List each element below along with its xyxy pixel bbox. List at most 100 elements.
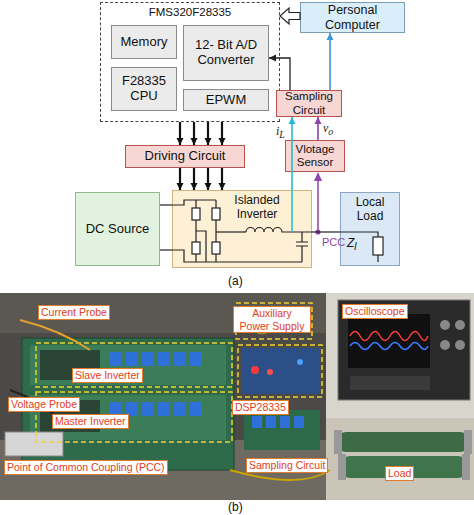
connector xyxy=(160,250,172,251)
probe-cable xyxy=(20,320,90,350)
hollow-arrow xyxy=(280,8,300,24)
dsp-board xyxy=(244,410,320,450)
load-box: Local LoadZl xyxy=(340,192,400,266)
photo-background xyxy=(326,293,474,418)
photo-background xyxy=(0,293,474,500)
connector xyxy=(219,122,226,145)
arrow-head xyxy=(191,183,198,190)
text-label: iL xyxy=(276,124,285,140)
connector xyxy=(191,122,198,145)
arrow-head xyxy=(269,55,276,62)
inverter-pcb xyxy=(142,352,154,366)
dsp-board xyxy=(252,416,262,428)
inverter-pcb xyxy=(5,338,234,470)
part-label: Slave Inverter xyxy=(72,368,143,383)
oscilloscope xyxy=(350,376,430,390)
mcu-group: FMS320F28335Memory 12- Bit A/D ConverterF… xyxy=(100,2,280,122)
arrow-head xyxy=(205,138,212,145)
symbol-main: i xyxy=(276,124,279,138)
adc-block: 12- Bit A/D Converter xyxy=(183,25,269,81)
part-label: PCC xyxy=(322,236,345,248)
oscilloscope xyxy=(440,320,450,330)
computer-box: Personal Computer xyxy=(300,2,405,33)
text-label: Vlotage Sensor xyxy=(286,143,344,169)
connector xyxy=(327,33,334,90)
text-label: Sampling Circuit xyxy=(277,90,341,116)
inverter-pcb xyxy=(158,402,170,416)
connector xyxy=(177,122,184,145)
text-label: vo xyxy=(323,121,333,137)
part-label: Auxiliary Power Supply xyxy=(233,306,311,333)
pcc-sense-wire xyxy=(315,229,320,234)
dsp-board xyxy=(251,366,259,374)
dsp-board xyxy=(266,416,276,428)
symbol-main: Z xyxy=(347,236,354,250)
inverter-pcb xyxy=(174,352,186,366)
text-label: 12- Bit A/D Converter xyxy=(184,38,268,68)
arrow-head xyxy=(191,138,198,145)
text-label: Memory xyxy=(121,35,168,50)
oscilloscope xyxy=(455,320,465,330)
inverter-pcb xyxy=(158,352,170,366)
part-label: Voltage Probe xyxy=(8,397,80,412)
text-label: Local Load xyxy=(348,196,392,224)
symbol-main: v xyxy=(323,121,328,135)
text-label: Driving Circuit xyxy=(145,149,226,164)
load-resistor xyxy=(334,430,342,454)
part-label: Point of Common Coupling (PCC) xyxy=(4,460,168,475)
connector-line xyxy=(193,168,195,190)
inverter-pcb xyxy=(110,352,122,366)
inverter-pcb xyxy=(142,402,154,416)
memory-block: Memory xyxy=(111,25,177,59)
driver-box: Driving Circuit xyxy=(125,145,245,168)
dsp-board xyxy=(280,416,290,428)
photo-background xyxy=(326,418,474,500)
part-label: Sampling Circuit xyxy=(246,458,328,473)
connector-line xyxy=(207,168,209,190)
oscilloscope xyxy=(338,300,470,400)
arrow-head xyxy=(177,183,184,190)
inverter-pcb xyxy=(174,402,186,416)
oscilloscope xyxy=(455,340,465,350)
sampling-box: Sampling Circuit xyxy=(276,90,342,117)
symbol-subscript: o xyxy=(328,126,333,137)
part-label: Master Inverter xyxy=(52,414,129,429)
text-label: Islanded Inverter xyxy=(227,194,287,222)
load-resistor xyxy=(338,454,346,480)
connector-line xyxy=(193,122,195,145)
arrow-head xyxy=(327,33,334,40)
photo-background xyxy=(0,293,330,333)
connector xyxy=(191,168,198,190)
connector-line xyxy=(221,122,223,145)
load-resistor xyxy=(462,454,470,480)
oscilloscope xyxy=(350,332,428,341)
dashed-region xyxy=(238,345,322,397)
dsp-board xyxy=(297,359,303,365)
connector xyxy=(219,168,226,190)
inverter-pcb xyxy=(190,402,202,416)
load-resistor xyxy=(334,430,472,480)
part-label: (b) xyxy=(228,500,243,514)
connector xyxy=(315,117,322,140)
part-label: Current Probe xyxy=(38,305,110,320)
connector-line xyxy=(269,58,290,90)
inverter-pcb xyxy=(5,432,63,456)
connector xyxy=(289,117,296,190)
connector xyxy=(160,205,172,206)
part-label: DSP28335 xyxy=(232,400,289,415)
dsp-board xyxy=(267,369,273,375)
load-resistor xyxy=(464,430,472,454)
inverter-pcb xyxy=(126,352,138,366)
oscilloscope xyxy=(348,314,430,368)
pcc-sense-wire xyxy=(317,180,319,232)
connector xyxy=(177,168,184,190)
connector xyxy=(269,55,290,91)
cpu-block: F28335 CPU xyxy=(111,67,177,111)
arrow-head xyxy=(205,183,212,190)
connector xyxy=(205,168,212,190)
dashed-region xyxy=(36,343,232,387)
part-label: (a) xyxy=(228,274,243,288)
text-label: FMS320F28335 xyxy=(149,6,231,19)
connector-line xyxy=(329,33,331,90)
symbol-subscript: L xyxy=(279,129,285,140)
